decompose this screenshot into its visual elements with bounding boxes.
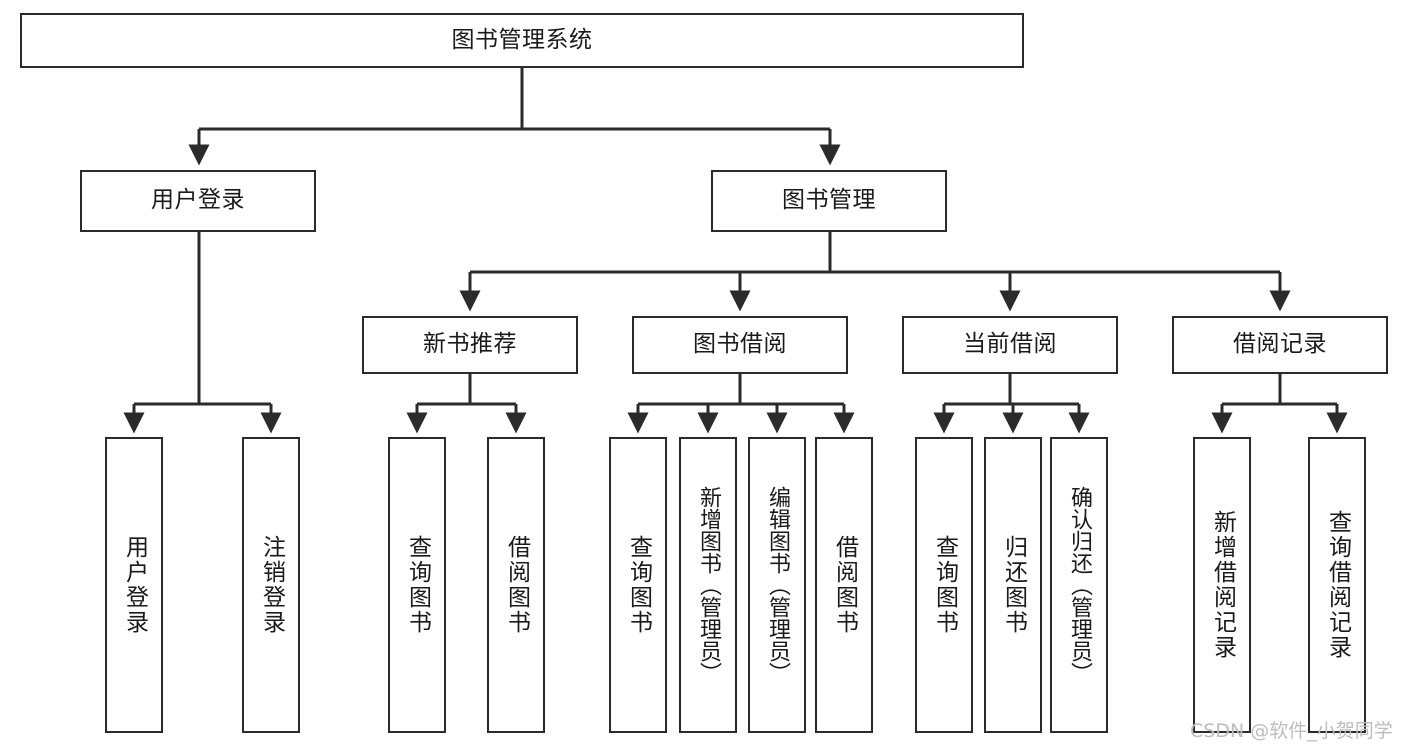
node-leaf-logout-label: 注销登录: [258, 535, 285, 635]
node-root-label: 图书管理系统: [451, 26, 593, 53]
node-leaf-user-login-label: 用户登录: [121, 535, 148, 635]
node-leaf-edit-book-admin[interactable]: 编辑图书（管理员）: [748, 437, 806, 733]
node-leaf-return-book[interactable]: 归还图书: [984, 437, 1042, 733]
node-borrow-record[interactable]: 借阅记录: [1172, 316, 1388, 374]
node-leaf-query-borrow-record[interactable]: 查询借阅记录: [1308, 437, 1366, 733]
node-book-manage-label: 图书管理: [782, 187, 876, 214]
node-leaf-user-login[interactable]: 用户登录: [105, 437, 163, 733]
node-leaf-query-book-3-label: 查询图书: [931, 535, 958, 635]
node-leaf-query-book-3[interactable]: 查询图书: [915, 437, 973, 733]
node-leaf-borrow-book-1[interactable]: 借阅图书: [487, 437, 545, 733]
node-book-manage[interactable]: 图书管理: [711, 170, 947, 232]
node-new-book-recommend-label: 新书推荐: [423, 331, 517, 358]
node-leaf-edit-book-admin-label: 编辑图书（管理员）: [765, 486, 790, 684]
node-leaf-logout[interactable]: 注销登录: [242, 437, 300, 733]
node-book-borrow-label: 图书借阅: [693, 331, 787, 358]
node-leaf-add-book-admin[interactable]: 新增图书（管理员）: [679, 437, 737, 733]
node-borrow-record-label: 借阅记录: [1233, 331, 1327, 358]
node-leaf-return-book-label: 归还图书: [1000, 535, 1027, 635]
node-leaf-add-borrow-record[interactable]: 新增借阅记录: [1193, 437, 1251, 733]
node-user-login-label: 用户登录: [151, 187, 245, 214]
node-leaf-add-borrow-record-label: 新增借阅记录: [1209, 510, 1236, 660]
node-leaf-borrow-book-2[interactable]: 借阅图书: [815, 437, 873, 733]
node-leaf-borrow-book-1-label: 借阅图书: [503, 535, 530, 635]
node-current-borrow[interactable]: 当前借阅: [902, 316, 1118, 374]
watermark: CSDN @软件_小贺同学: [1190, 720, 1393, 742]
node-new-book-recommend[interactable]: 新书推荐: [362, 316, 578, 374]
node-leaf-query-book-1[interactable]: 查询图书: [388, 437, 446, 733]
node-leaf-query-book-1-label: 查询图书: [404, 535, 431, 635]
node-book-borrow[interactable]: 图书借阅: [632, 316, 848, 374]
node-leaf-borrow-book-2-label: 借阅图书: [831, 535, 858, 635]
node-leaf-query-book-2-label: 查询图书: [625, 535, 652, 635]
node-root[interactable]: 图书管理系统: [20, 13, 1024, 68]
node-leaf-add-book-admin-label: 新增图书（管理员）: [696, 486, 721, 684]
node-user-login[interactable]: 用户登录: [80, 170, 316, 232]
node-current-borrow-label: 当前借阅: [963, 331, 1057, 358]
node-leaf-query-book-2[interactable]: 查询图书: [609, 437, 667, 733]
node-leaf-confirm-return-admin-label: 确认归还（管理员）: [1067, 486, 1092, 684]
node-leaf-query-borrow-record-label: 查询借阅记录: [1324, 510, 1351, 660]
node-leaf-confirm-return-admin[interactable]: 确认归还（管理员）: [1050, 437, 1108, 733]
